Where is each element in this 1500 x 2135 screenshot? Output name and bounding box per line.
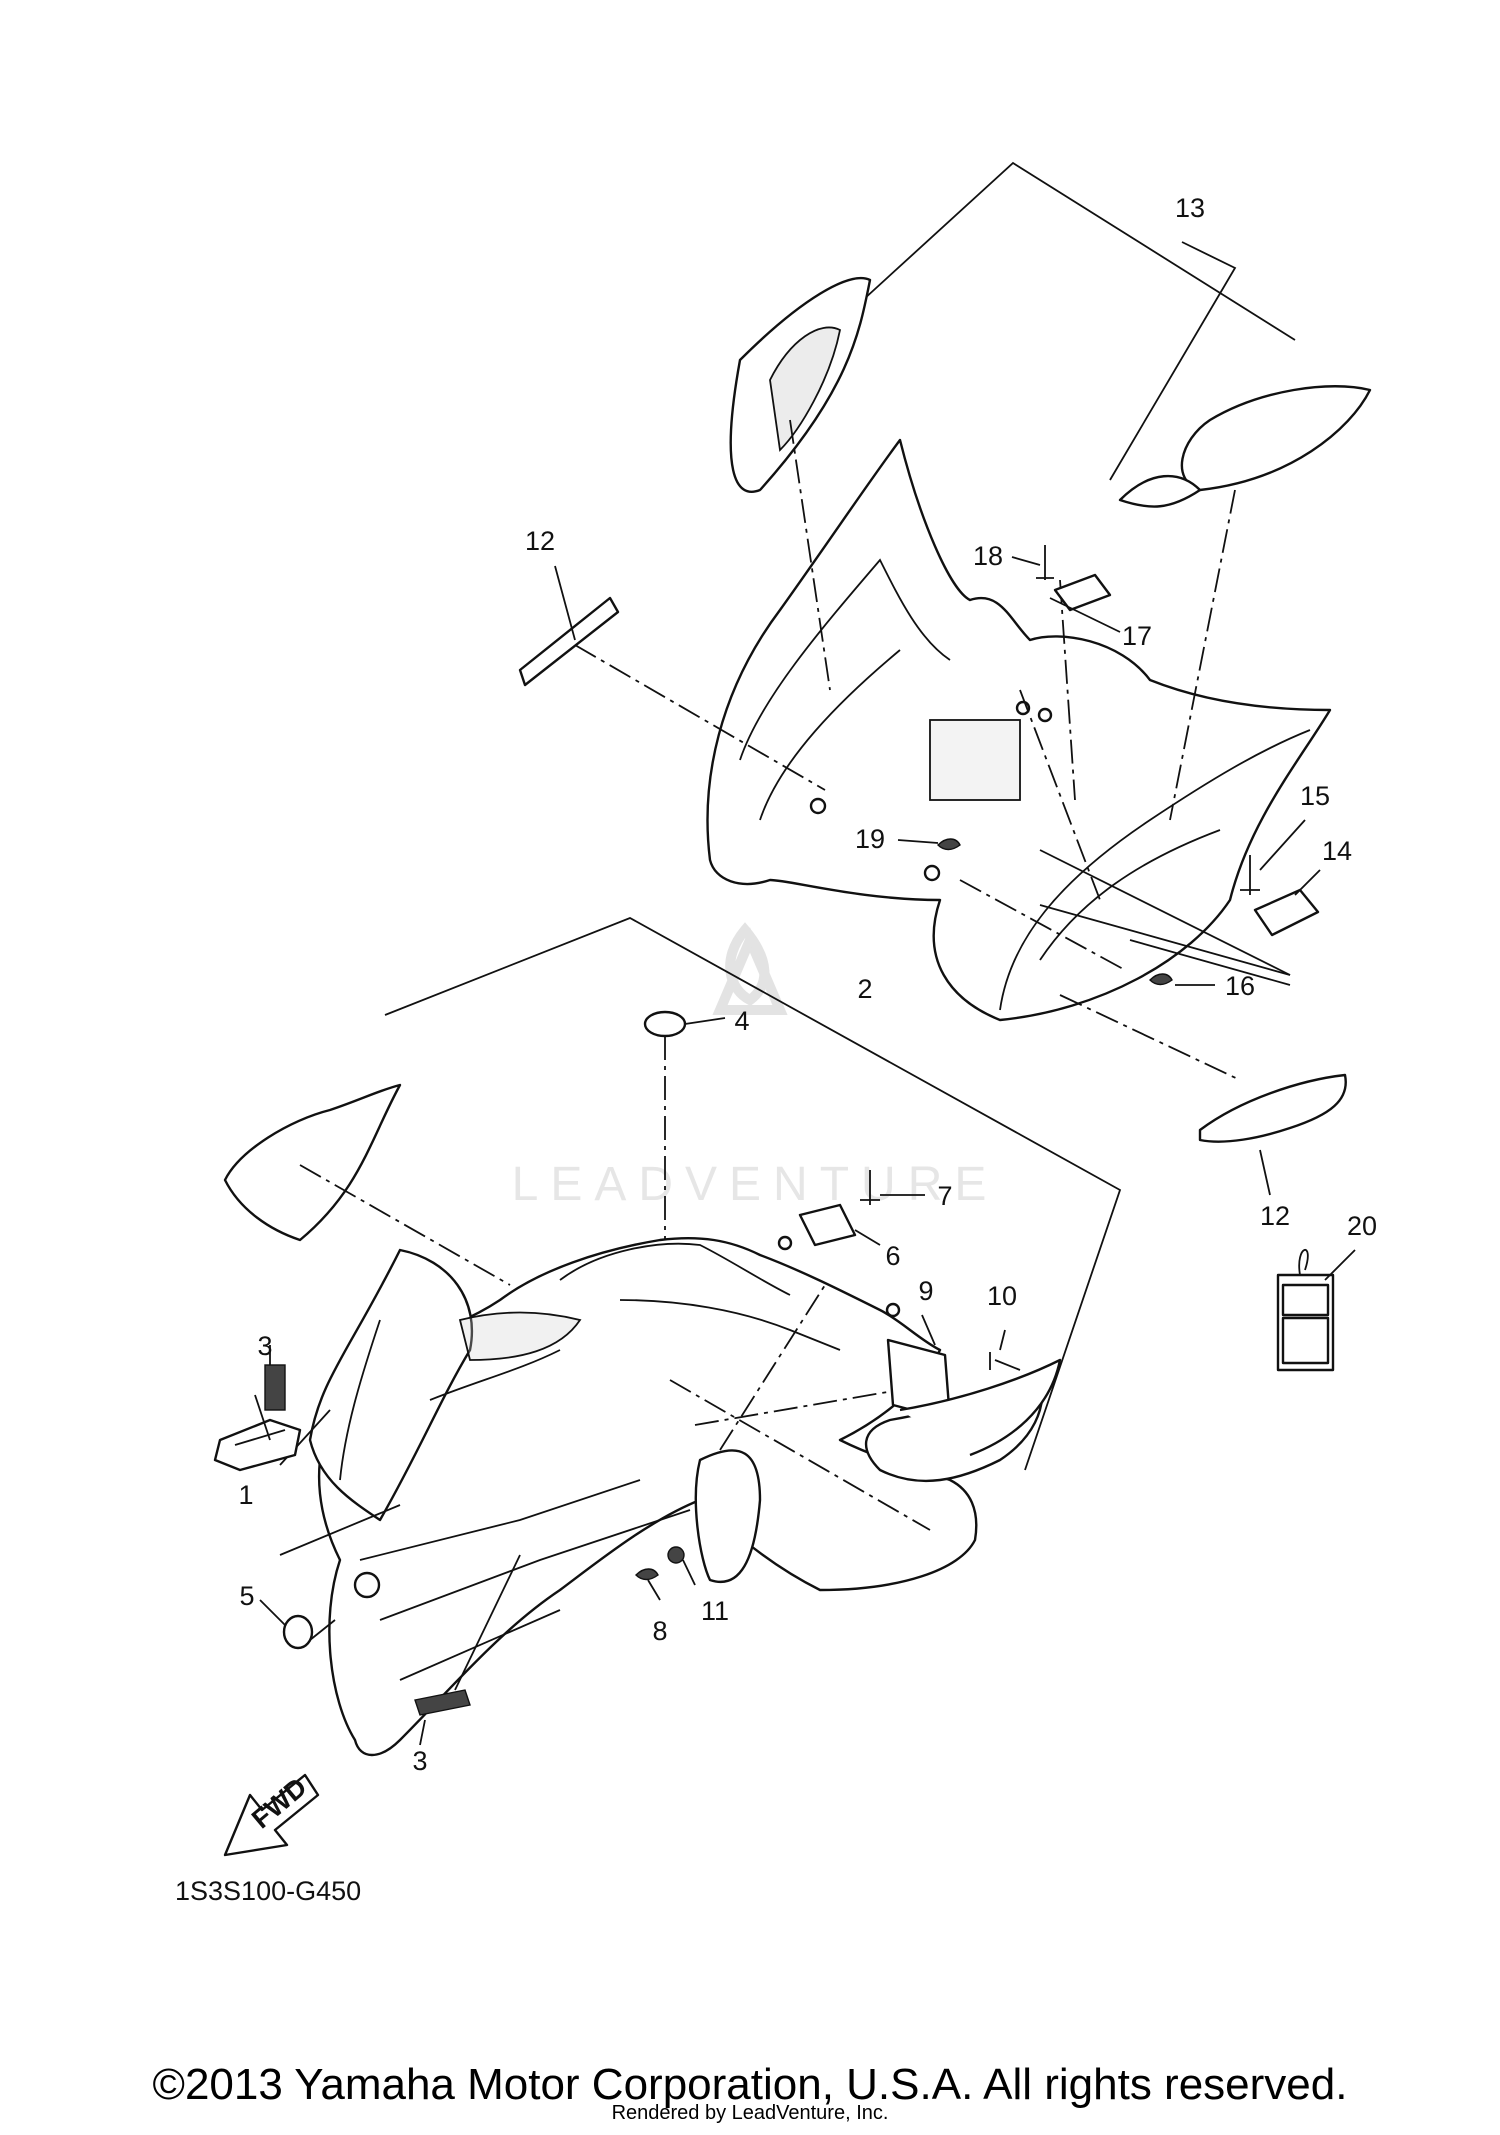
leadventure-watermark: LEADVENTURE bbox=[512, 922, 999, 1211]
emblem-12 bbox=[1198, 1073, 1347, 1143]
round-cap-5 bbox=[282, 1614, 314, 1650]
callout-4: 4 bbox=[734, 1006, 749, 1036]
callout-13: 13 bbox=[1175, 193, 1205, 223]
callout-11: 11 bbox=[701, 1596, 729, 1626]
callout-8: 8 bbox=[652, 1616, 667, 1646]
emblem-1 bbox=[213, 1418, 302, 1472]
callout-12-upper: 12 bbox=[525, 526, 555, 556]
callout-17: 17 bbox=[1122, 621, 1152, 651]
rear-fender-assembly bbox=[706, 161, 1372, 1022]
tag-20 bbox=[1276, 1249, 1356, 1372]
reflector-3-upper bbox=[264, 1364, 286, 1411]
watermark-text: LEADVENTURE bbox=[512, 1158, 999, 1211]
callout-3-lower: 3 bbox=[412, 1746, 427, 1776]
callout-7: 7 bbox=[937, 1181, 952, 1211]
label-6 bbox=[798, 1203, 857, 1247]
callout-14: 14 bbox=[1322, 836, 1352, 866]
callout-15: 15 bbox=[1300, 781, 1330, 811]
label-14 bbox=[1253, 888, 1320, 937]
callout-19: 19 bbox=[855, 824, 885, 854]
callout-9: 9 bbox=[918, 1276, 933, 1306]
decal-strip-upper bbox=[518, 596, 620, 687]
callout-3-upper: 3 bbox=[257, 1331, 272, 1361]
fwd-arrow: FWD bbox=[223, 1772, 320, 1857]
reflector-3-lower bbox=[414, 1689, 471, 1716]
callout-5: 5 bbox=[239, 1581, 254, 1611]
rendered-by-text: Rendered by LeadVenture, Inc. bbox=[611, 2102, 889, 2124]
callouts: 1 2 3 3 4 5 6 7 8 9 10 11 12 12 13 14 15… bbox=[238, 193, 1377, 1776]
drawing-code: 1S3S100-G450 bbox=[175, 1876, 361, 1906]
callout-2: 2 bbox=[857, 974, 872, 1004]
callout-6: 6 bbox=[885, 1241, 900, 1271]
copyright-text: ©2013 Yamaha Motor Corporation, U.S.A. A… bbox=[152, 2060, 1348, 2109]
callout-1: 1 bbox=[238, 1480, 253, 1510]
callout-16: 16 bbox=[1225, 971, 1255, 1001]
callout-18: 18 bbox=[973, 541, 1003, 571]
oval-emblem-4 bbox=[643, 1010, 687, 1038]
callout-10: 10 bbox=[987, 1281, 1017, 1311]
callout-12-lower: 12 bbox=[1260, 1201, 1290, 1231]
callout-20: 20 bbox=[1347, 1211, 1377, 1241]
label-17 bbox=[1053, 573, 1112, 612]
